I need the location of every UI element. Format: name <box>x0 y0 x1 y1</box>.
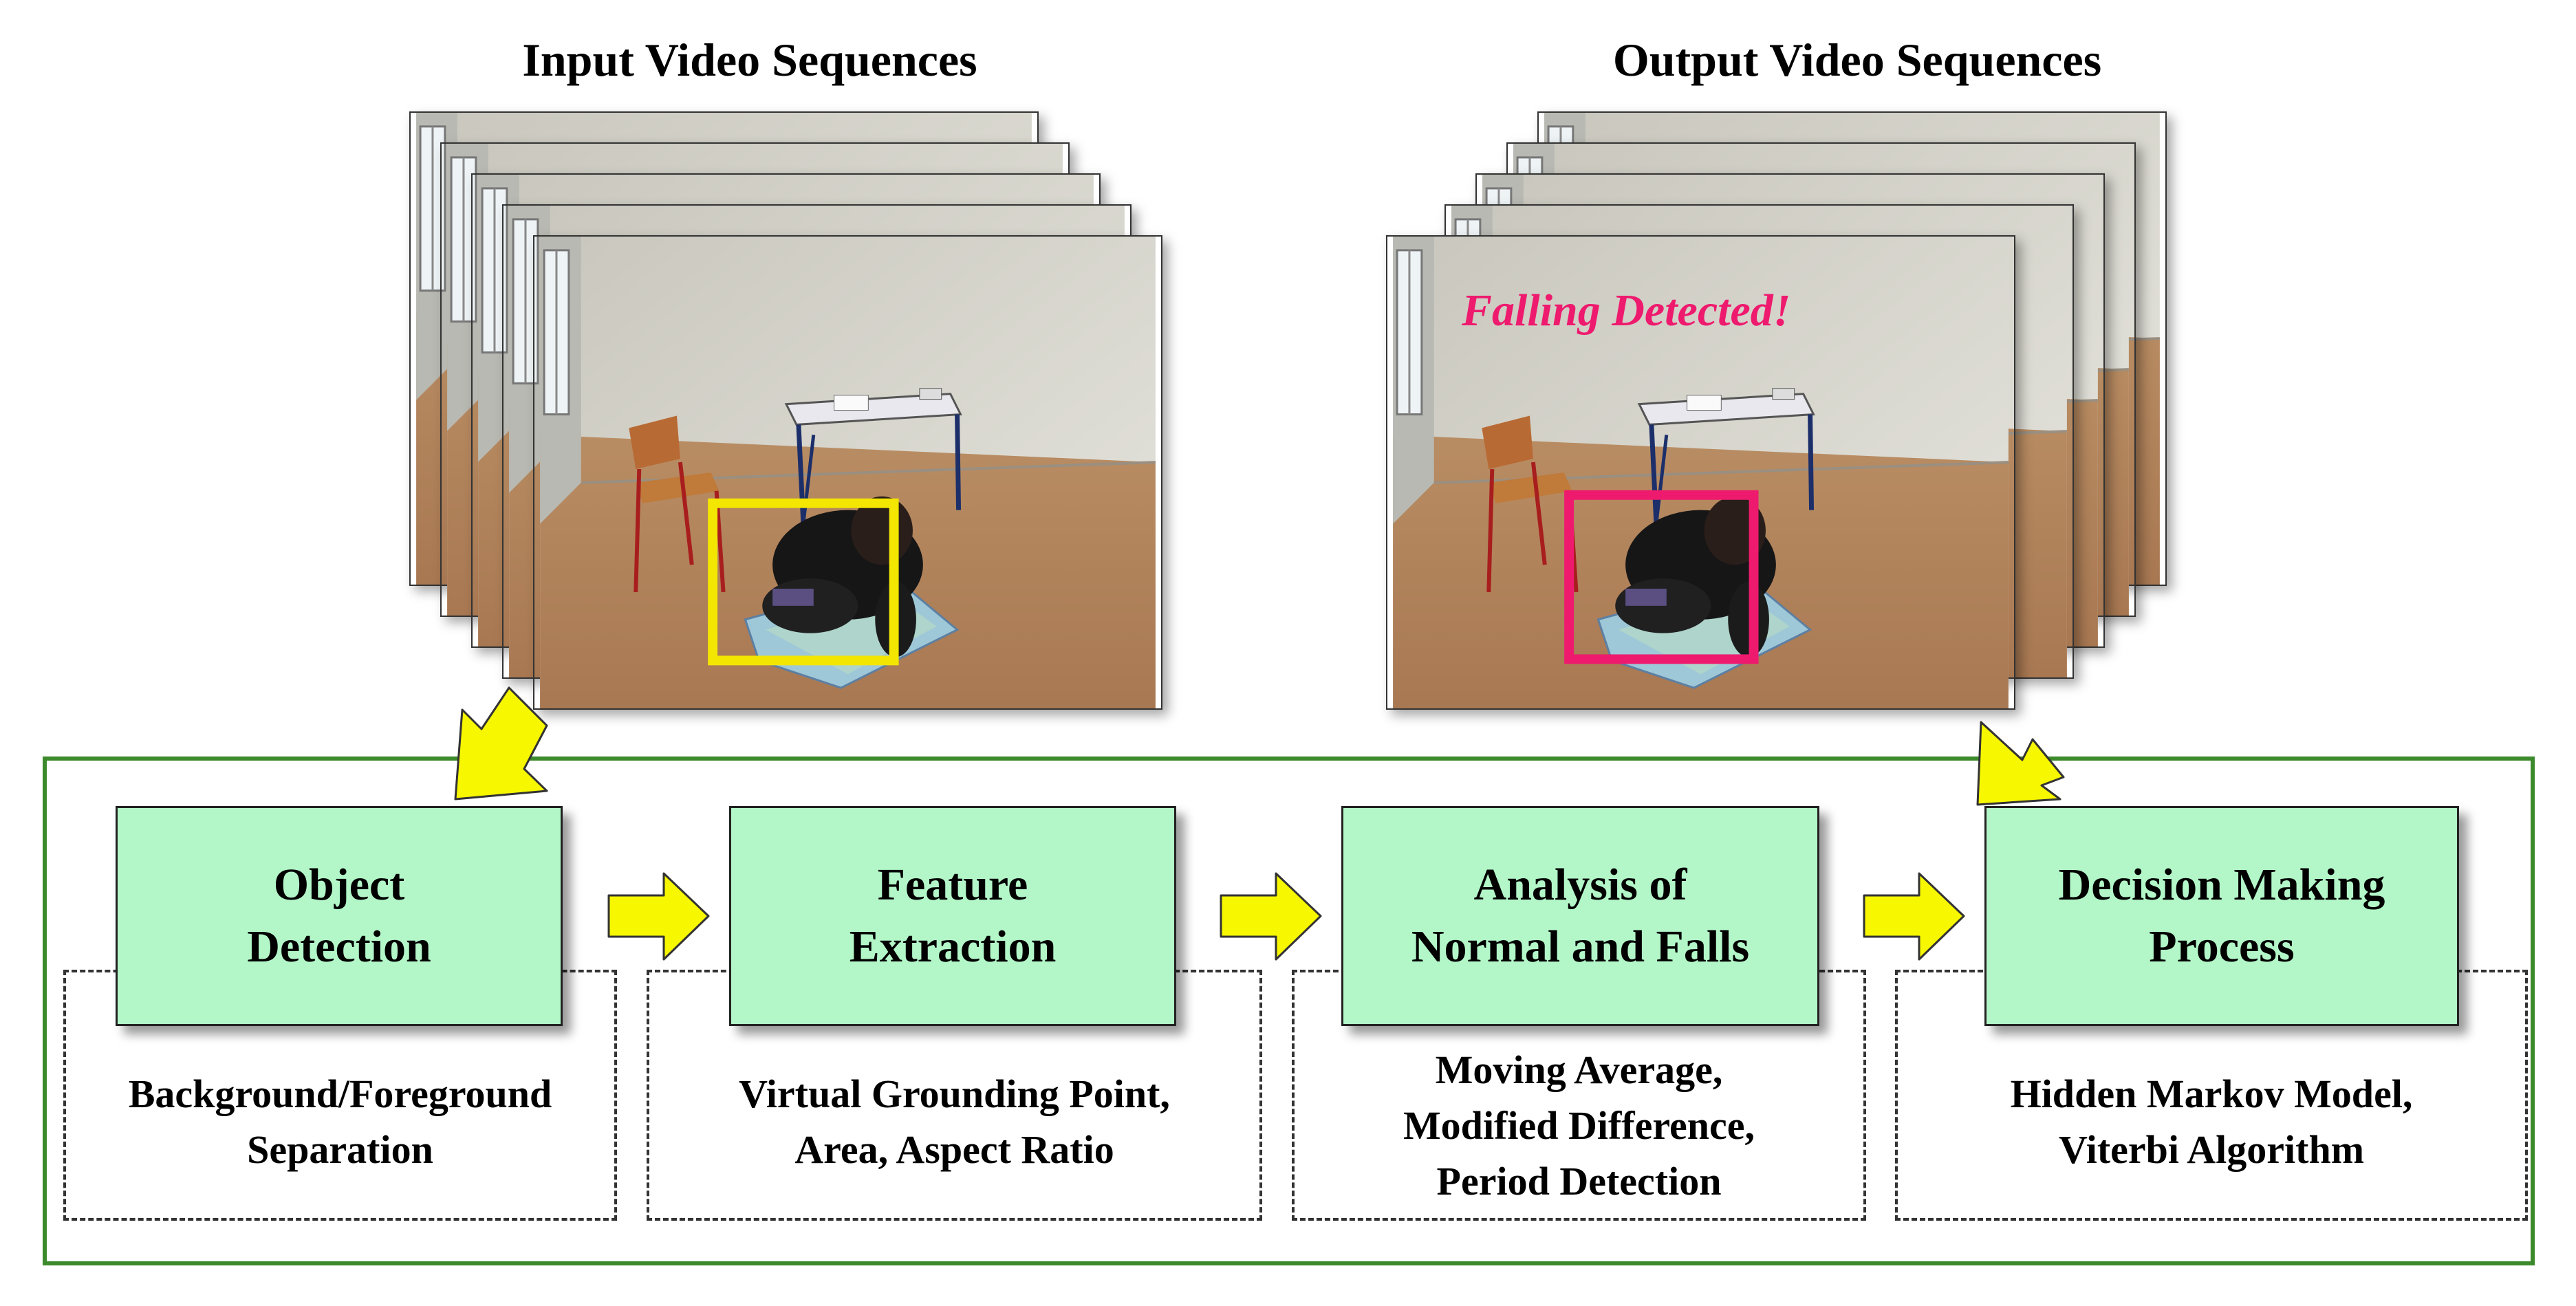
down-left-arrow-icon <box>454 686 548 801</box>
step-description: Hidden Markov Model, Viterbi Algorithm <box>2010 1071 2413 1173</box>
step-decision-making: Decision Making Process <box>1984 806 2459 1026</box>
step-description: Virtual Grounding Point, Area, Aspect Ra… <box>739 1071 1170 1173</box>
step-object-detection: Object Detection <box>116 806 563 1026</box>
step-description: Moving Average, Modified Difference, Per… <box>1403 1047 1755 1204</box>
input-video-title: Input Video Sequences <box>522 34 977 86</box>
output-detection-box <box>1564 490 1759 664</box>
input-detection-box <box>708 498 899 666</box>
right-arrow-icon <box>1220 872 1322 961</box>
processing-pipeline-container <box>43 757 2535 1265</box>
step-description: Background/Foreground Separation <box>128 1071 552 1173</box>
up-left-arrow-icon <box>1976 721 2065 806</box>
falling-detected-label: Falling Detected! <box>1462 285 1791 336</box>
step-feature-extraction: Feature Extraction <box>729 806 1176 1026</box>
input-frame-front <box>533 235 1162 710</box>
right-arrow-icon <box>607 872 710 961</box>
right-arrow-icon <box>1863 872 1965 961</box>
step-analysis: Analysis of Normal and Falls <box>1341 806 1819 1026</box>
output-frame-front: Falling Detected! <box>1386 235 2015 710</box>
output-video-title: Output Video Sequences <box>1612 34 2102 86</box>
